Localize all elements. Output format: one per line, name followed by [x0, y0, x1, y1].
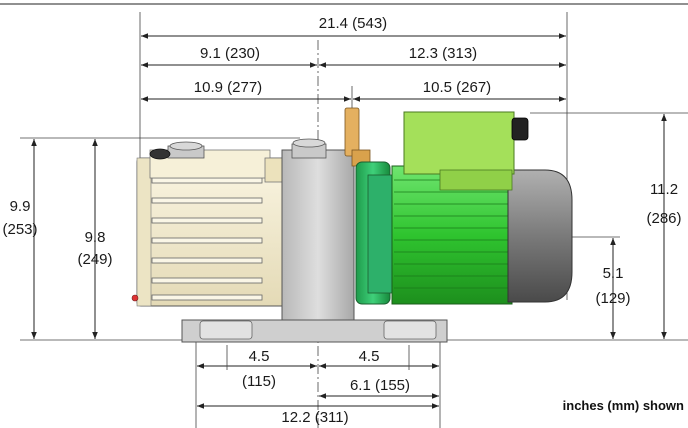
dim-centerline-to-front-label: 10.9 (277) — [194, 79, 262, 96]
dim-motor-axis-in: 5.1 — [603, 265, 624, 282]
inlet-port-left — [149, 141, 205, 160]
dim-motor-height: 11.2 (286) — [646, 114, 682, 339]
dim-base-left: 4.5 (115) — [197, 345, 317, 390]
motor-end-cap — [507, 169, 573, 303]
dim-motor-axis: 5.1 (129) — [595, 238, 631, 339]
vacuum-pump — [131, 107, 448, 343]
dim-inlet-to-front: 9.1 (230) — [141, 45, 317, 68]
dim-inlet-to-rear-label: 12.3 (313) — [409, 45, 477, 62]
dim-overall-length: 21.4 (543) — [141, 15, 566, 39]
dim-motor-height-in: 11.2 — [650, 181, 678, 198]
dim-centerline-to-front: 10.9 (277) — [141, 79, 351, 102]
dim-height-overall-in: 9.9 — [10, 198, 31, 215]
dim-inlet-to-rear: 12.3 (313) — [319, 45, 566, 68]
units-note: inches (mm) shown — [563, 398, 684, 413]
cable-gland — [511, 117, 529, 141]
base-foot-left — [199, 320, 253, 340]
dim-inlet-to-front-label: 9.1 (230) — [200, 45, 260, 62]
dim-height-body-in: 9.8 — [85, 229, 106, 246]
dim-base-width: 12.2 (311) — [197, 403, 439, 426]
pump-bracket — [281, 149, 355, 321]
dim-height-overall: 9.9 (253) — [2, 139, 38, 339]
motor — [355, 111, 573, 305]
dim-centerline-to-rear: 10.5 (267) — [353, 79, 566, 102]
base-foot-right — [383, 320, 437, 340]
motor-fins — [394, 179, 510, 289]
dim-height-body: 9.8 (249) — [77, 139, 113, 339]
junction-box — [403, 111, 515, 175]
dim-motor-height-mm: (286) — [646, 210, 681, 227]
gas-ballast-handle — [344, 107, 371, 167]
dim-centerline-to-rear-label: 10.5 (267) — [423, 79, 491, 96]
dim-motor-axis-mm: (129) — [595, 290, 630, 307]
dim-height-overall-mm: (253) — [2, 221, 37, 238]
dim-base-left-mm: (115) — [242, 373, 276, 390]
pump-fins — [151, 177, 263, 301]
dim-base-right-in: 4.5 — [359, 348, 380, 365]
dim-base-offset: 6.1 (155) — [319, 377, 439, 399]
inlet-port-right — [291, 138, 327, 159]
dim-base-left-in: 4.5 — [249, 348, 270, 365]
dim-base-offset-label: 6.1 (155) — [350, 377, 410, 394]
dim-height-body-mm: (249) — [77, 251, 112, 268]
dim-base-right: 4.5 — [319, 345, 439, 370]
dim-overall-length-label: 21.4 (543) — [319, 15, 387, 32]
dim-base-width-label: 12.2 (311) — [281, 409, 348, 426]
